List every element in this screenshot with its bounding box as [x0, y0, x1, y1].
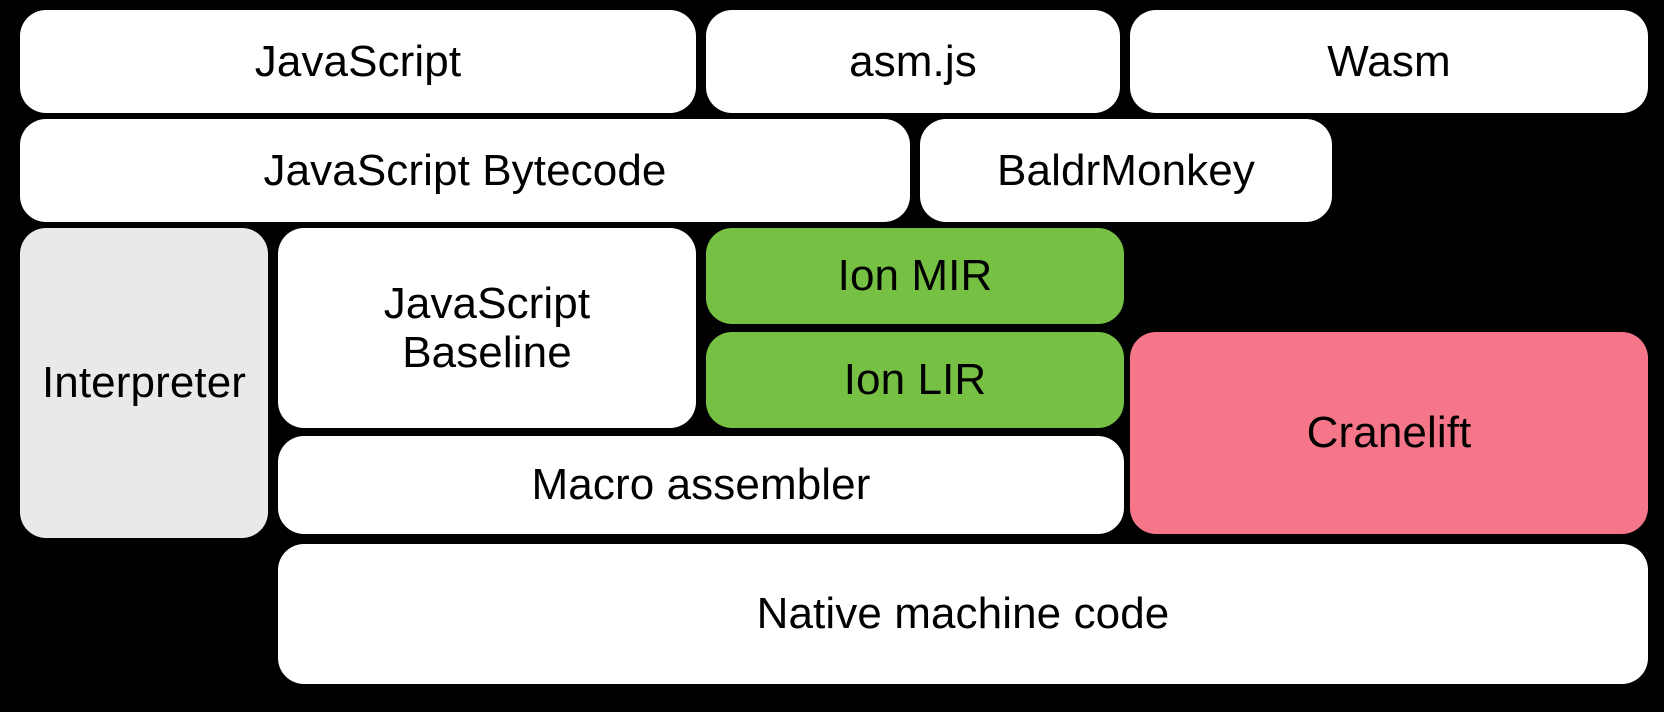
node-wasm: Wasm [1130, 10, 1648, 113]
node-macro-assembler: Macro assembler [278, 436, 1124, 534]
node-asm-js: asm.js [706, 10, 1120, 113]
node-javascript: JavaScript [20, 10, 696, 113]
node-cranelift: Cranelift [1130, 332, 1648, 534]
node-interpreter: Interpreter [20, 228, 268, 538]
node-javascript-baseline: JavaScript Baseline [278, 228, 696, 428]
node-javascript-bytecode: JavaScript Bytecode [20, 119, 910, 222]
node-baldrmonkey: BaldrMonkey [920, 119, 1332, 222]
node-native-machine-code: Native machine code [278, 544, 1648, 684]
node-ion-lir: Ion LIR [706, 332, 1124, 428]
node-ion-mir: Ion MIR [706, 228, 1124, 324]
